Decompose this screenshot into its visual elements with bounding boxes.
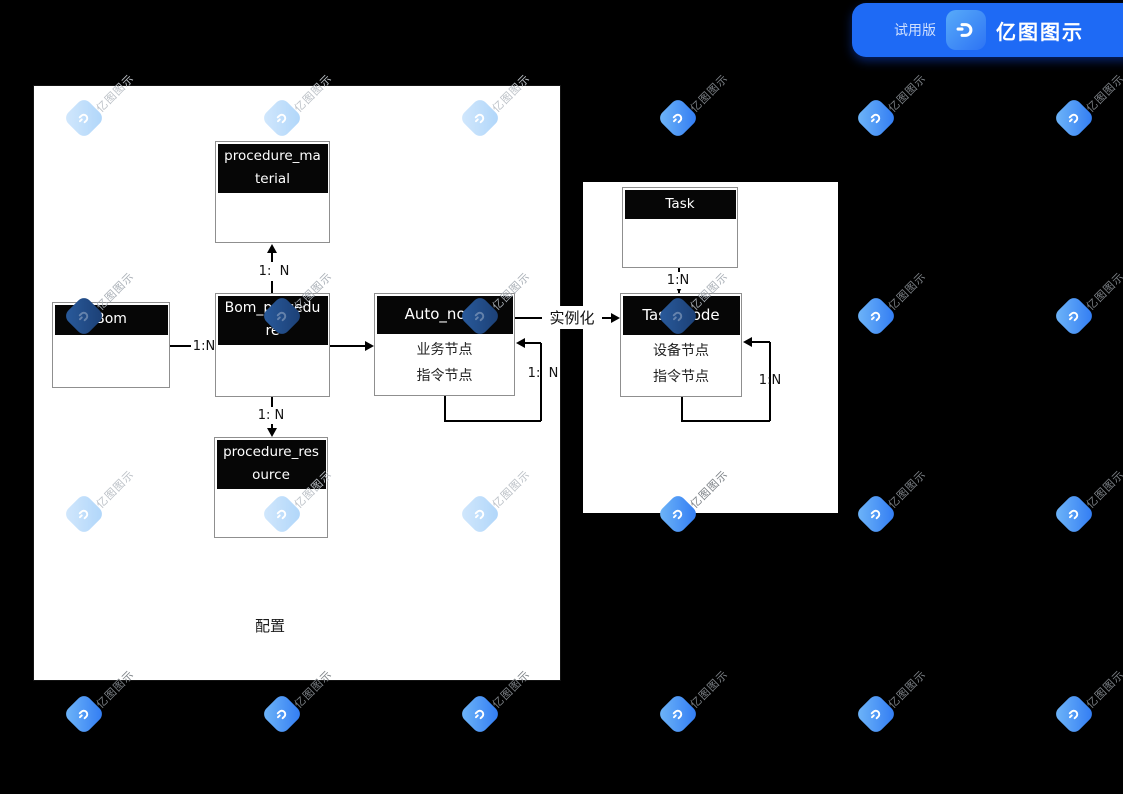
entity-body xyxy=(624,218,736,265)
connector-line[interactable] xyxy=(681,420,770,422)
entity-body: 设备节点 指令节点 xyxy=(622,334,740,394)
entity-bom_procedure[interactable]: Bom_procedu re xyxy=(215,293,330,397)
entity-title: Task_node xyxy=(622,295,740,335)
trial-badge[interactable]: 试用版 亿图图示 xyxy=(852,3,1123,57)
entity-title: Task xyxy=(624,189,736,219)
watermark-text: 亿图图示 xyxy=(1083,667,1123,711)
entity-title: Auto_node xyxy=(376,295,513,334)
entity-procedure_resource[interactable]: procedure_res ource xyxy=(214,437,328,538)
watermark-text: 亿图图示 xyxy=(885,269,929,313)
connector-line[interactable] xyxy=(681,397,683,421)
connector-line[interactable] xyxy=(330,345,366,347)
watermark-text: 亿图图示 xyxy=(885,71,929,115)
trial-label: 试用版 xyxy=(894,23,936,39)
arrowhead xyxy=(611,313,620,323)
watermark-text: 亿图图示 xyxy=(1083,467,1123,511)
watermark-text: 亿图图示 xyxy=(1083,269,1123,313)
relation-label-instantiate[interactable]: 实例化 xyxy=(542,305,602,329)
arrowhead xyxy=(267,244,277,253)
watermark-diamond-icon xyxy=(1052,492,1096,536)
entity-body xyxy=(217,192,328,240)
connector-line[interactable] xyxy=(540,343,542,421)
relation-label-auto_node_self[interactable]: 1: N xyxy=(527,365,559,381)
connector-line[interactable] xyxy=(444,420,541,422)
relation-label-bom_procedure_to_material[interactable]: 1: N xyxy=(250,261,298,281)
arrowhead xyxy=(365,341,374,351)
entity-body xyxy=(217,344,328,394)
arrowhead xyxy=(674,284,684,293)
relation-label-task_node_self[interactable]: 1:N xyxy=(758,372,782,388)
edraw-app-icon xyxy=(946,10,986,50)
arrowhead xyxy=(743,337,752,347)
watermark-diamond-icon xyxy=(854,692,898,736)
watermark-diamond-icon xyxy=(1052,692,1096,736)
entity-procedure_material[interactable]: procedure_ma terial xyxy=(215,141,330,243)
watermark-diamond-icon xyxy=(260,692,304,736)
entity-title: Bom xyxy=(54,304,168,335)
watermark-diamond-icon xyxy=(854,294,898,338)
connector-line[interactable] xyxy=(444,396,446,421)
watermark-diamond-icon xyxy=(854,96,898,140)
arrowhead xyxy=(516,338,525,348)
watermark-diamond-icon xyxy=(656,692,700,736)
relation-label-bom_to_bom_procedure[interactable]: 1:N xyxy=(191,337,217,355)
entity-task[interactable]: Task xyxy=(622,187,738,268)
connector-line[interactable] xyxy=(752,341,770,343)
watermark-diamond-icon xyxy=(656,96,700,140)
watermark-text: 亿图图示 xyxy=(1083,71,1123,115)
entity-title: Bom_procedu re xyxy=(217,295,328,345)
arrowhead xyxy=(267,428,277,437)
watermark-diamond-icon xyxy=(458,692,502,736)
relation-label-task_to_task_node[interactable]: 1:N xyxy=(664,271,692,289)
entity-title: procedure_ma terial xyxy=(217,143,328,193)
entity-body xyxy=(216,488,326,535)
watermark-diamond-icon xyxy=(854,492,898,536)
relation-label-bom_procedure_to_resource[interactable]: 1: N xyxy=(250,406,292,424)
app-name-label: 亿图图示 xyxy=(996,19,1084,44)
entity-body: 业务节点 指令节点 xyxy=(376,333,513,393)
watermark-text: 亿图图示 xyxy=(885,467,929,511)
entity-bom[interactable]: Bom xyxy=(52,302,170,388)
entity-body xyxy=(54,334,168,385)
connector-line[interactable] xyxy=(525,342,541,344)
watermark-diamond-icon xyxy=(62,692,106,736)
config-region-label: 配置 xyxy=(255,617,286,635)
watermark-diamond-icon xyxy=(1052,294,1096,338)
watermark-text: 亿图图示 xyxy=(687,71,731,115)
connector-line[interactable] xyxy=(769,342,771,421)
watermark-text: 亿图图示 xyxy=(885,667,929,711)
entity-title: procedure_res ource xyxy=(216,439,326,489)
watermark-text: 亿图图示 xyxy=(687,667,731,711)
watermark-diamond-icon xyxy=(1052,96,1096,140)
